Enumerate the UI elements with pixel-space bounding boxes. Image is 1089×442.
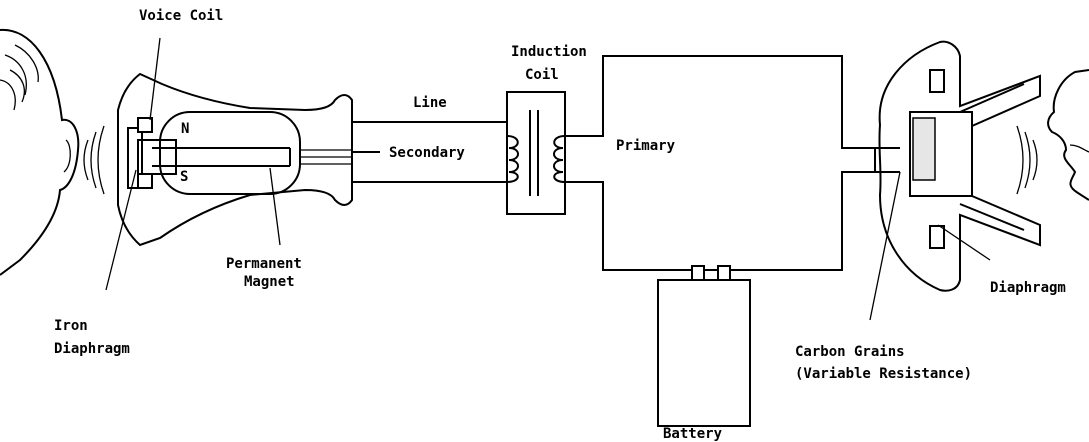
induction-coil-label-1: Induction: [511, 44, 587, 60]
labels: Voice Coil N S Permanent Magnet Iron Dia…: [54, 8, 1066, 442]
iron-diaphragm-label-2: Diaphragm: [54, 341, 130, 357]
induction-coil: [506, 91, 566, 215]
primary-label: Primary: [616, 138, 676, 154]
secondary-label: Secondary: [389, 145, 465, 161]
primary-circuit: [565, 55, 900, 271]
telephone-transmitter: [878, 40, 1041, 292]
battery-label: Battery: [663, 426, 723, 442]
line-label: Line: [413, 95, 447, 111]
sound-waves-left: [83, 125, 105, 195]
leader-lines: [105, 37, 991, 321]
diaphragm-label: Diaphragm: [990, 280, 1066, 296]
carbon-grains-label-1: Carbon Grains: [795, 344, 905, 360]
permanent-magnet-label-1: Permanent: [226, 256, 302, 272]
carbon-grains: [912, 117, 936, 181]
north-pole-label: N: [181, 121, 189, 137]
telephone-receiver: [117, 72, 353, 247]
voice-coil-label: Voice Coil: [139, 8, 223, 24]
carbon-grains-label-2: (Variable Resistance): [795, 366, 972, 382]
sound-waves-right: [1016, 125, 1038, 195]
south-pole-label: S: [180, 169, 188, 185]
induction-coil-label-2: Coil: [525, 67, 559, 83]
permanent-magnet-label-2: Magnet: [244, 274, 295, 290]
speaker-face: [1047, 69, 1089, 201]
battery: [657, 265, 751, 427]
iron-diaphragm-label-1: Iron: [54, 318, 88, 334]
listener-head: [0, 28, 80, 276]
